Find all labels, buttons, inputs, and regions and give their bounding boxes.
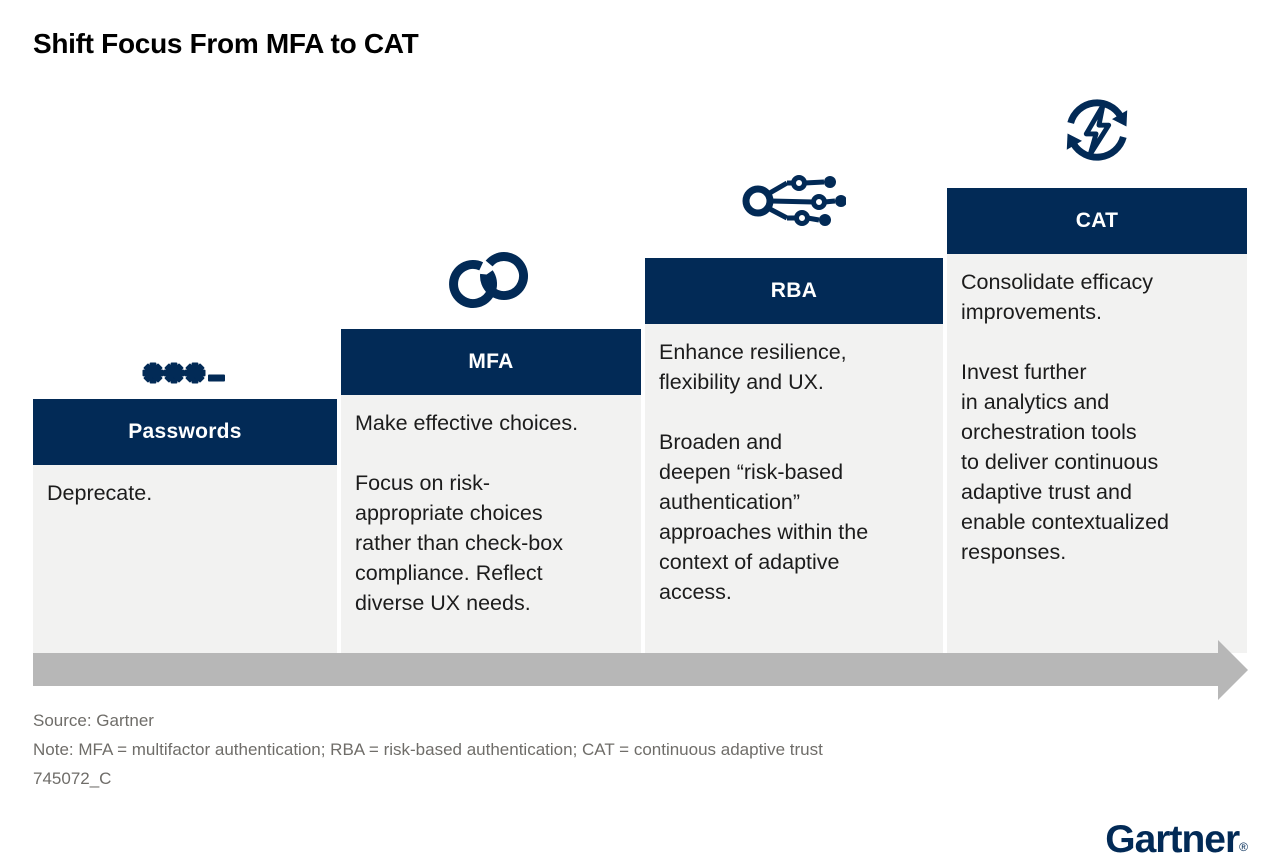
column-paragraph: Deprecate. [47, 481, 153, 505]
page-title: Shift Focus From MFA to CAT [33, 28, 419, 59]
source-note: Source: Gartner [33, 711, 154, 730]
column-mfa: MFA Make effective choices. Focus on ris… [341, 329, 641, 653]
column-paragraph: Broaden and deepen “risk-based authentic… [659, 430, 869, 604]
column-header-passwords: Passwords [33, 399, 337, 465]
column-body-cat: Consolidate efficacy improvements. Inves… [947, 254, 1247, 653]
gartner-logo: Gartner® [1105, 818, 1248, 862]
network-nodes-icon [742, 175, 846, 226]
column-paragraph: Invest further in analytics and orchestr… [961, 360, 1169, 564]
column-header-rba: RBA [645, 258, 943, 324]
continuous-refresh-bolt-icon [1066, 99, 1128, 161]
column-body-mfa: Make effective choices. Focus on risk- a… [341, 395, 641, 653]
column-paragraph: Make effective choices. [355, 411, 579, 435]
column-body-rba: Enhance resilience, flexibility and UX. … [645, 324, 943, 653]
column-header-cat: CAT [947, 188, 1247, 254]
column-rba: RBA Enhance resilience, flexibility and … [645, 258, 943, 653]
column-paragraph: Focus on risk- appropriate choices rathe… [355, 471, 563, 615]
password-mask-icon [142, 362, 225, 384]
registered-trademark-icon: ® [1239, 840, 1248, 854]
column-body-passwords: Deprecate. [33, 465, 337, 653]
linked-rings-icon [449, 252, 528, 308]
column-paragraph: Enhance resilience, flexibility and UX. [659, 340, 847, 394]
timeline-arrow-bar [33, 653, 1218, 686]
column-paragraph: Consolidate efficacy improvements. [961, 270, 1154, 324]
gartner-logo-text: Gartner [1105, 818, 1240, 861]
document-id: 745072_C [33, 769, 112, 788]
timeline-arrow-head-icon [1218, 640, 1248, 700]
column-header-mfa: MFA [341, 329, 641, 395]
column-cat: CAT Consolidate efficacy improvements. I… [947, 188, 1247, 653]
abbreviation-note: Note: MFA = multifactor authentication; … [33, 740, 823, 759]
column-passwords: Passwords Deprecate. [33, 399, 337, 653]
